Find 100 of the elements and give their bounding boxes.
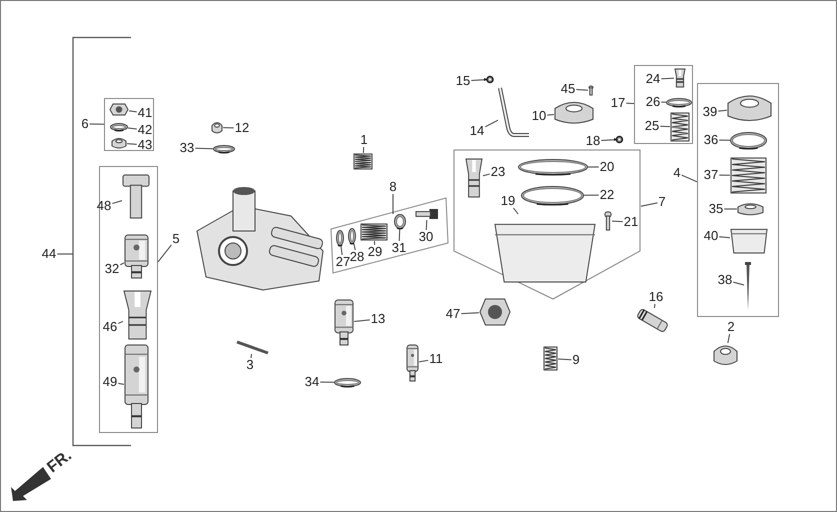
callout-number: 44	[40, 247, 58, 261]
spring-drawing	[543, 346, 558, 371]
cap-drawing	[111, 137, 127, 149]
leader-line	[392, 194, 394, 214]
callout-number: 3	[245, 358, 255, 372]
group-frame	[331, 197, 449, 274]
leader-line	[250, 354, 252, 358]
leader-line	[576, 89, 588, 91]
callout-number: 23	[490, 165, 506, 179]
leader-line	[158, 244, 172, 262]
group-frame	[634, 65, 693, 144]
nut-drawing	[479, 298, 511, 326]
callout-number: 34	[304, 375, 320, 389]
leader-line	[660, 102, 666, 103]
callout-number: 2	[726, 320, 736, 334]
leader-line	[120, 262, 124, 266]
o-ring-drawing	[666, 98, 692, 107]
leader-line	[718, 110, 728, 112]
callout-number: 43	[136, 138, 154, 152]
callout-number: 48	[96, 199, 112, 213]
o-ring-drawing	[334, 378, 361, 387]
callout-number: 15	[454, 74, 472, 88]
o-ring-drawing	[730, 132, 767, 149]
callout-number: 40	[702, 229, 720, 243]
o-ring-drawing	[336, 230, 344, 246]
callout-number: 47	[444, 307, 462, 321]
o-ring-drawing	[110, 123, 128, 131]
spring-drawing	[730, 157, 767, 194]
callout-number: 36	[702, 133, 720, 147]
callout-number: 49	[102, 375, 118, 389]
jet-drawing	[123, 290, 152, 340]
callout-number: 19	[500, 194, 516, 208]
callout-number: 33	[178, 141, 196, 155]
callout-number: 28	[348, 250, 366, 264]
leader-line	[374, 240, 376, 246]
leader-line	[128, 128, 138, 130]
leader-line	[660, 78, 674, 80]
group-frame	[99, 166, 158, 433]
leader-line	[558, 358, 572, 360]
callout-number: 46	[102, 320, 118, 334]
leader-line	[460, 312, 480, 314]
leader-line	[718, 174, 730, 176]
group-frame	[104, 98, 154, 151]
cap-drawing	[713, 343, 738, 367]
cylinder-part-drawing	[406, 344, 419, 382]
callout-number: 1	[359, 133, 369, 147]
callout-number: 6	[80, 117, 90, 131]
callout-number: 20	[598, 160, 616, 174]
callout-number: 32	[104, 262, 120, 276]
leader-line	[718, 236, 730, 238]
callout-number: 31	[390, 241, 408, 255]
leader-line	[118, 320, 124, 324]
callout-number: 39	[702, 105, 718, 119]
callout-number: 24	[644, 72, 662, 86]
callout-number: 38	[716, 273, 734, 287]
callout-number: 16	[648, 290, 664, 304]
leader-line	[353, 244, 356, 250]
leader-line	[724, 208, 738, 210]
cap-drawing	[554, 99, 594, 126]
cylinder-part-drawing	[124, 234, 149, 279]
screw-drawing	[122, 174, 150, 219]
o-ring-drawing	[521, 186, 584, 205]
callout-number: 11	[428, 352, 444, 366]
o-ring-drawing	[394, 214, 406, 229]
leader-line	[660, 126, 670, 128]
leader-line	[654, 304, 656, 308]
group-frame	[697, 83, 779, 317]
callout-number: 5	[171, 232, 181, 246]
leader-line	[727, 334, 730, 344]
leader-line	[340, 246, 343, 256]
tube-drawing	[498, 86, 530, 138]
callout-number: 27	[334, 255, 352, 269]
leader-line	[354, 319, 370, 322]
jet-drawing	[465, 158, 483, 198]
callout-number: 29	[366, 245, 384, 259]
cylinder-part-drawing	[124, 344, 149, 429]
o-ring-drawing	[518, 159, 588, 175]
leader-line	[320, 382, 334, 383]
callout-number: 41	[136, 106, 154, 120]
leader-line	[128, 110, 138, 112]
callout-number: 7	[657, 195, 667, 209]
clip-drawing	[614, 136, 623, 143]
callout-number: 9	[571, 353, 581, 367]
callout-number: 18	[584, 134, 602, 148]
cap-drawing	[737, 202, 764, 216]
callout-number: 26	[644, 95, 662, 109]
callout-number: 37	[702, 168, 720, 182]
leader-line	[640, 202, 658, 207]
leader-line	[512, 208, 519, 214]
nut-drawing	[109, 103, 129, 116]
screw-drawing	[588, 85, 594, 96]
direction-label: FR.	[44, 446, 76, 478]
callout-number: 45	[560, 82, 576, 96]
callout-number: 21	[622, 215, 640, 229]
callout-number: 13	[370, 312, 386, 326]
leader-line	[222, 127, 234, 128]
leader-line	[718, 140, 730, 141]
callout-number: 30	[418, 230, 434, 244]
leader-line	[362, 146, 364, 154]
pin-drawing	[236, 341, 269, 354]
